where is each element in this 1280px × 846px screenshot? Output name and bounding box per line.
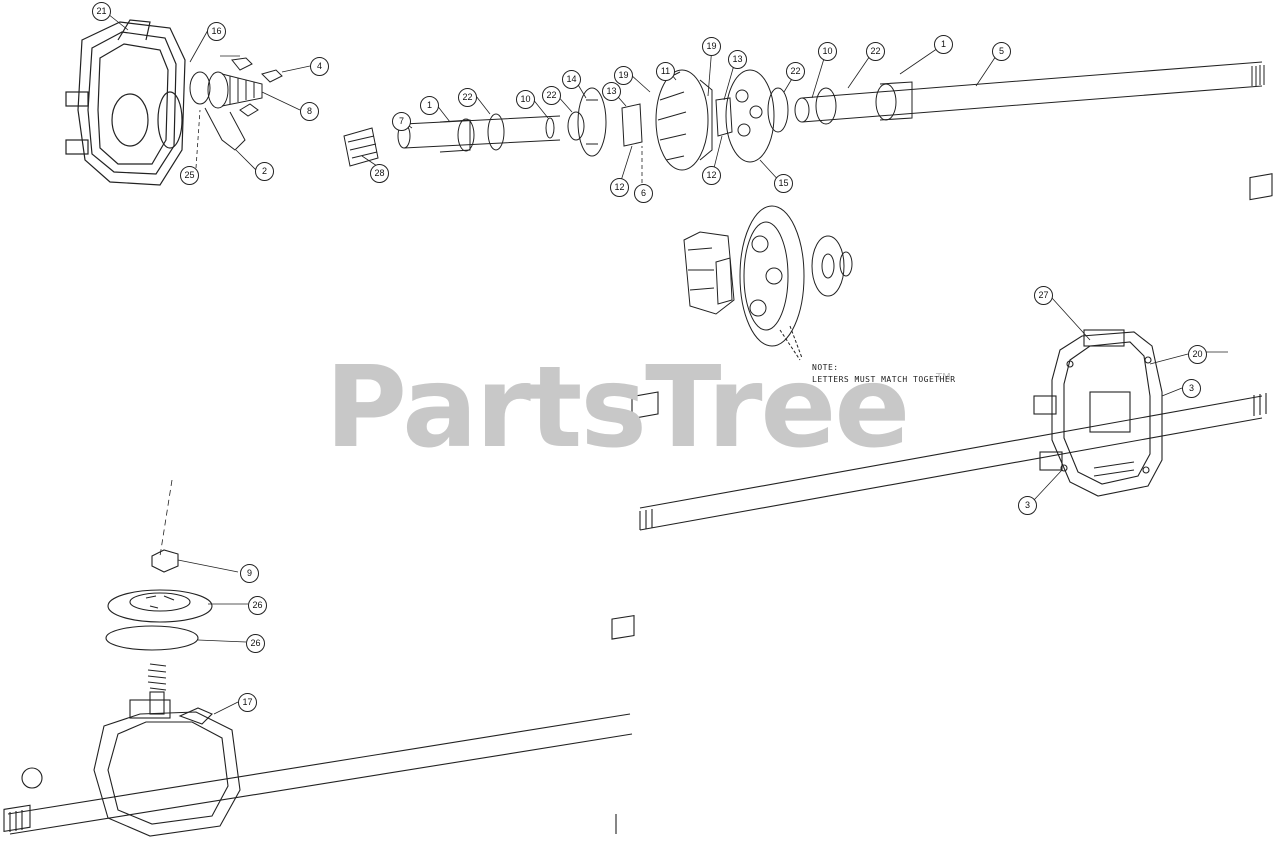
leader-lines-top-axle: [361, 43, 1001, 190]
callout-22d: 22: [866, 42, 885, 61]
callout-28: 28: [370, 164, 389, 183]
callout-12b: 12: [702, 166, 721, 185]
callout-8: 8: [300, 102, 319, 121]
leader-lines-right: [1033, 297, 1228, 501]
callout-13: 13: [602, 82, 621, 101]
callout-19: 19: [614, 66, 633, 85]
callout-10: 10: [516, 90, 535, 109]
callout-21: 21: [92, 2, 111, 21]
leader-lines-bottom-left: [177, 559, 248, 715]
differential-detail: [683, 205, 853, 361]
callout-9: 9: [240, 564, 259, 583]
callout-22: 22: [458, 88, 477, 107]
callout-14: 14: [562, 70, 581, 89]
callout-16: 16: [207, 22, 226, 41]
worm-shaft-assembly: [189, 57, 283, 151]
callout-26b: 26: [246, 634, 265, 653]
callout-20: 20: [1188, 345, 1207, 364]
callout-2: 2: [255, 162, 274, 181]
callout-5: 5: [992, 42, 1011, 61]
transaxle-right: [631, 173, 1273, 531]
callout-26: 26: [248, 596, 267, 615]
exploded-axle: [343, 61, 1265, 171]
callout-3: 3: [1182, 379, 1201, 398]
housing-half-top-left: [65, 19, 186, 186]
callout-22b: 22: [542, 86, 561, 105]
transaxle-bottom-left: [3, 479, 635, 837]
callout-13b: 13: [728, 50, 747, 69]
callout-17: 17: [238, 693, 257, 712]
watermark-brand: PartsTree: [325, 343, 910, 473]
callout-11: 11: [656, 62, 675, 81]
assembly-note: NOTE: LETTERS MUST MATCH TOGETHER: [812, 362, 956, 386]
callout-22c: 22: [786, 62, 805, 81]
callout-4: 4: [310, 57, 329, 76]
callout-1b: 1: [934, 35, 953, 54]
callout-12: 12: [610, 178, 629, 197]
note-title: NOTE:: [812, 363, 839, 372]
note-text: LETTERS MUST MATCH TOGETHER: [812, 375, 956, 384]
callout-19b: 19: [702, 37, 721, 56]
callout-6: 6: [634, 184, 653, 203]
watermark-trademark: TM: [936, 372, 951, 383]
callout-27: 27: [1034, 286, 1053, 305]
leader-lines-top-left: [107, 13, 311, 171]
callout-15: 15: [774, 174, 793, 193]
callout-7: 7: [392, 112, 411, 131]
callout-1: 1: [420, 96, 439, 115]
callout-25: 25: [180, 166, 199, 185]
callout-3b: 3: [1018, 496, 1037, 515]
callout-10b: 10: [818, 42, 837, 61]
